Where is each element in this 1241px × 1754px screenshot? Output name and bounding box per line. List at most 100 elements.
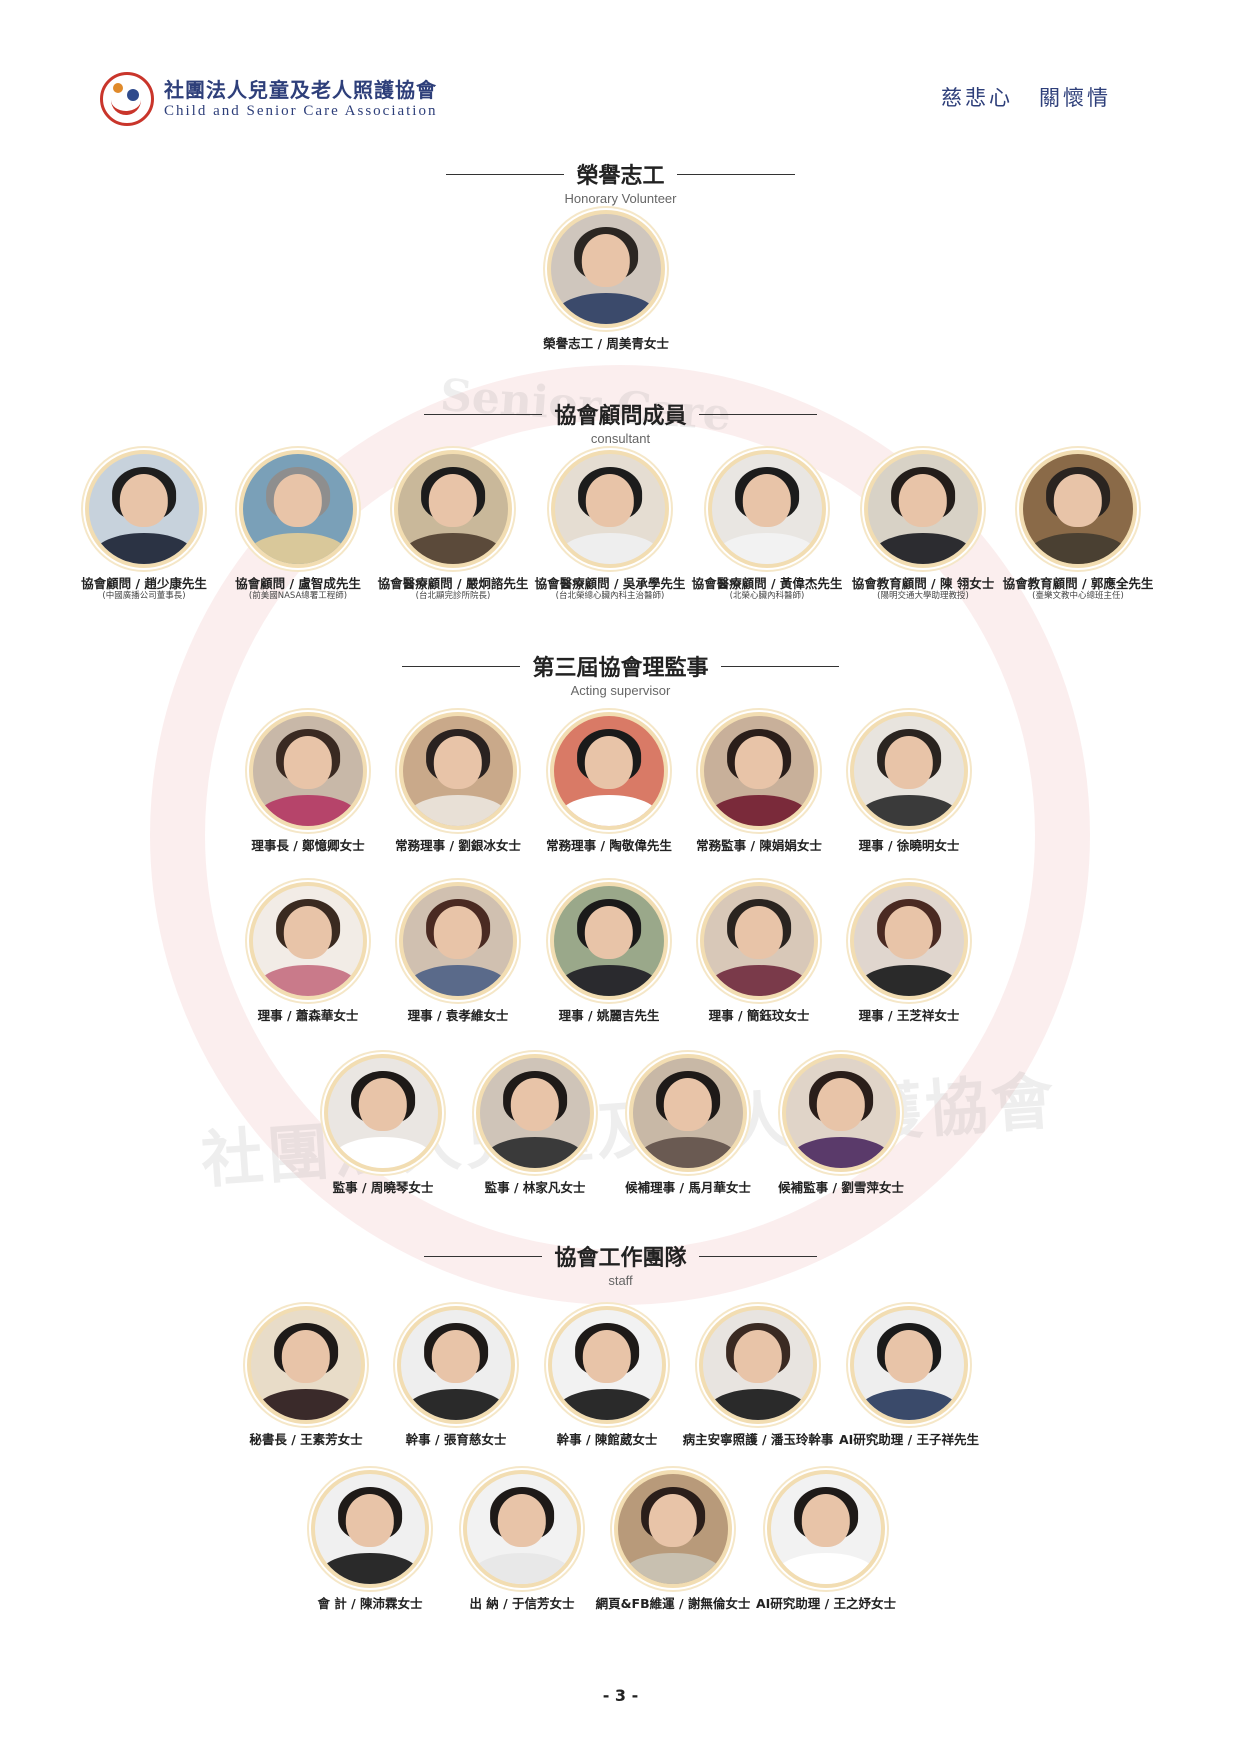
member-card: 常務理事 / 劉銀冰女士 — [378, 712, 538, 853]
member-photo — [397, 1306, 515, 1424]
org-name-zh: 社團法人兒童及老人照護協會 — [164, 78, 437, 102]
member-photo — [850, 712, 968, 830]
member-card: 榮譽志工 / 周美青女士 — [526, 210, 686, 351]
member-card: 協會顧問 / 趙少康先生 (中國廣播公司董事長) — [64, 450, 224, 602]
member-caption: AI研究助理 / 王子祥先生 — [838, 1432, 980, 1447]
member-caption: 幹事 / 陳館葳女士 — [556, 1432, 658, 1447]
member-photo — [463, 1470, 581, 1588]
member-caption: 出 納 / 于信芳女士 — [469, 1596, 575, 1611]
member-card: 常務理事 / 陶敬偉先生 — [529, 712, 689, 853]
org-name-en: Child and Senior Care Association — [164, 103, 438, 119]
page-number: - 3 - — [602, 1686, 639, 1705]
member-card: 網頁&FB維運 / 謝無倫女士 — [593, 1470, 753, 1611]
section-heading: 協會顧問成員 — [424, 398, 817, 430]
member-photo — [394, 450, 512, 568]
member-photo — [864, 450, 982, 568]
member-caption: 理事 / 蕭森華女士 — [257, 1008, 359, 1023]
member-card: 理事 / 袁孝維女士 — [378, 882, 538, 1023]
member-card: 監事 / 林家凡女士 — [455, 1054, 615, 1195]
member-caption: 理事 / 姚麗吉先生 — [558, 1008, 660, 1023]
member-caption: 協會醫療顧問 / 吳承學先生 — [534, 576, 686, 591]
member-card: 協會教育顧問 / 陳 翎女士 (陽明交通大學助理教授) — [843, 450, 1003, 602]
member-card: AI研究助理 / 王子祥先生 — [829, 1306, 989, 1447]
member-card: AI研究助理 / 王之妤女士 — [746, 1470, 906, 1611]
section-subheading: consultant — [590, 431, 651, 446]
member-photo — [249, 882, 367, 1000]
section-heading: 第三屆協會理監事 — [402, 650, 839, 682]
section-title-consultant: 協會顧問成員 consultant — [0, 398, 1241, 446]
section-subheading: staff — [608, 1273, 633, 1288]
member-caption: 理事 / 王芝祥女士 — [858, 1008, 960, 1023]
member-title-note: (臺樂文教中心總班主任) — [1032, 591, 1124, 601]
member-photo — [614, 1470, 732, 1588]
section-subheading: Acting supervisor — [570, 683, 671, 698]
member-card: 理事 / 簡鈺玟女士 — [679, 882, 839, 1023]
member-card: 理事 / 姚麗吉先生 — [529, 882, 689, 1023]
member-card: 協會顧問 / 盧智成先生 (前美國NASA總署工程師) — [218, 450, 378, 602]
member-caption: 病主安寧照護 / 潘玉玲幹事 — [682, 1432, 834, 1447]
member-title-note: (前美國NASA總署工程師) — [248, 591, 348, 601]
member-photo — [1019, 450, 1137, 568]
member-photo — [324, 1054, 442, 1172]
section-title-honorary: 榮譽志工 Honorary Volunteer — [0, 158, 1241, 206]
member-photo — [239, 450, 357, 568]
member-card: 協會醫療顧問 / 嚴炯諮先生 (台北顯完診所院長) — [373, 450, 533, 602]
member-photo — [399, 712, 517, 830]
member-caption: 協會顧問 / 盧智成先生 — [235, 576, 361, 591]
section-heading: 協會工作團隊 — [424, 1240, 817, 1272]
member-caption: 協會醫療顧問 / 嚴炯諮先生 — [377, 576, 529, 591]
member-caption: 秘書長 / 王素芳女士 — [249, 1432, 363, 1447]
member-card: 常務監事 / 陳娟娟女士 — [679, 712, 839, 853]
logo-text: 社團法人兒童及老人照護協會 Child and Senior Care Asso… — [164, 78, 437, 120]
member-photo — [311, 1470, 429, 1588]
member-photo — [708, 450, 826, 568]
slogan-right: 關懷情 — [1039, 86, 1111, 110]
member-photo — [247, 1306, 365, 1424]
member-caption: 常務監事 / 陳娟娟女士 — [696, 838, 822, 853]
member-caption: 理事 / 簡鈺玟女士 — [708, 1008, 810, 1023]
member-title-note: (台北榮總心臟內科主治醫師) — [555, 591, 665, 601]
member-card: 理事長 / 鄭憶卿女士 — [228, 712, 388, 853]
member-card: 候補監事 / 劉雪萍女士 — [761, 1054, 921, 1195]
section-heading: 榮譽志工 — [446, 158, 795, 190]
member-caption: 協會顧問 / 趙少康先生 — [81, 576, 207, 591]
member-photo — [548, 1306, 666, 1424]
member-card: 候補理事 / 馬月華女士 — [608, 1054, 768, 1195]
member-card: 協會教育顧問 / 郭應全先生 (臺樂文教中心總班主任) — [998, 450, 1158, 602]
member-photo — [550, 712, 668, 830]
member-caption: 常務理事 / 陶敬偉先生 — [546, 838, 672, 853]
member-photo — [629, 1054, 747, 1172]
member-photo — [700, 882, 818, 1000]
member-photo — [551, 450, 669, 568]
member-photo — [399, 882, 517, 1000]
member-card: 秘書長 / 王素芳女士 — [226, 1306, 386, 1447]
member-photo — [782, 1054, 900, 1172]
member-photo — [85, 450, 203, 568]
member-caption: 理事 / 袁孝維女士 — [407, 1008, 509, 1023]
member-photo — [699, 1306, 817, 1424]
member-caption: 榮譽志工 / 周美青女士 — [543, 336, 669, 351]
slogan: 慈悲心 關懷情 — [941, 82, 1111, 112]
member-caption: 協會教育顧問 / 郭應全先生 — [1002, 576, 1154, 591]
member-caption: 會 計 / 陳沛霖女士 — [317, 1596, 423, 1611]
member-card: 理事 / 王芝祥女士 — [829, 882, 989, 1023]
member-caption: 理事 / 徐曉明女士 — [858, 838, 960, 853]
member-photo — [249, 712, 367, 830]
member-card: 理事 / 蕭森華女士 — [228, 882, 388, 1023]
association-logo-icon — [100, 72, 154, 126]
member-photo — [850, 1306, 968, 1424]
member-caption: 監事 / 林家凡女士 — [484, 1180, 586, 1195]
member-caption: 協會醫療顧問 / 黃偉杰先生 — [691, 576, 843, 591]
slogan-left: 慈悲心 — [941, 86, 1013, 110]
section-title-staff: 協會工作團隊 staff — [0, 1240, 1241, 1288]
member-caption: 候補理事 / 馬月華女士 — [625, 1180, 751, 1195]
member-card: 病主安寧照護 / 潘玉玲幹事 — [678, 1306, 838, 1447]
member-card: 協會醫療顧問 / 黃偉杰先生 (北榮心臟內科醫師) — [687, 450, 847, 602]
member-card: 監事 / 周曉琴女士 — [303, 1054, 463, 1195]
member-caption: 理事長 / 鄭憶卿女士 — [251, 838, 365, 853]
member-card: 協會醫療顧問 / 吳承學先生 (台北榮總心臟內科主治醫師) — [530, 450, 690, 602]
member-photo — [700, 712, 818, 830]
member-caption: 候補監事 / 劉雪萍女士 — [778, 1180, 904, 1195]
section-subheading: Honorary Volunteer — [564, 191, 677, 206]
member-caption: AI研究助理 / 王之妤女士 — [755, 1596, 897, 1611]
